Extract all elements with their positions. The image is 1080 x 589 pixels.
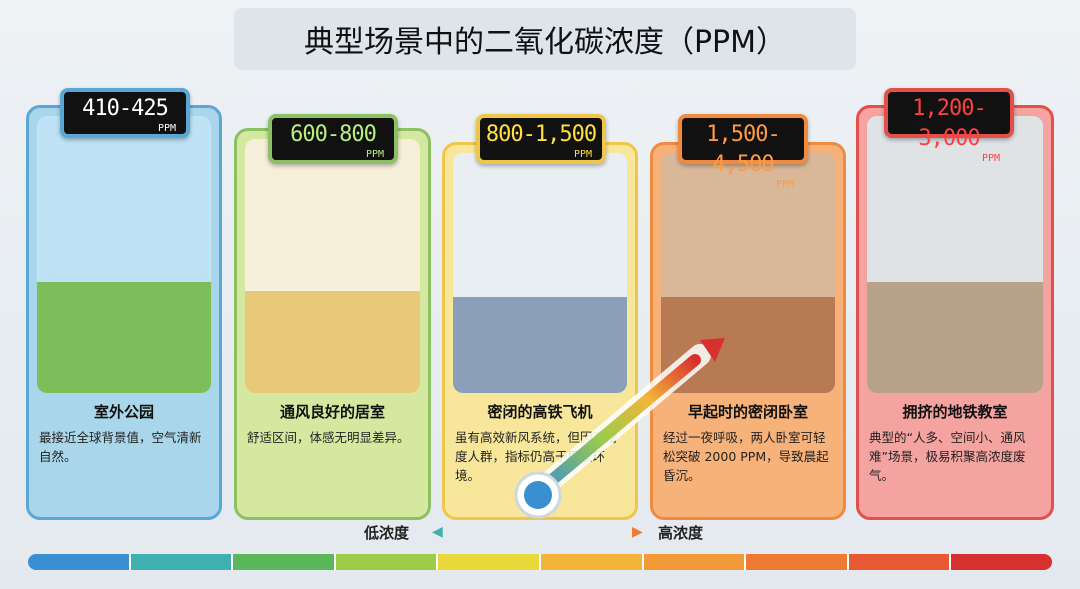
ppm-range: 1,500-4,500 (706, 122, 780, 177)
arrow-right-icon: ▶ (632, 524, 643, 540)
scale-segment (438, 554, 539, 570)
train-cabin-scene (453, 153, 627, 393)
park-scene (37, 116, 211, 393)
card-heading: 密闭的高铁飞机 (487, 403, 593, 421)
card-heading: 拥挤的地铁教室 (902, 403, 1008, 421)
scale-segment (130, 554, 232, 570)
ppm-range: 600-800 (290, 122, 377, 147)
ppm-unit: PPM (981, 153, 1000, 164)
ppm-unit: PPM (573, 149, 592, 160)
card-description: 最接近全球背景值，空气清新自然。 (39, 430, 202, 464)
high-concentration-label: 高浓度 (658, 524, 704, 542)
scenario-card: 拥挤的地铁教室典型的“人多、空间小、通风难”场景，极易积聚高浓度废气。 (856, 105, 1054, 520)
ppm-range: 1,200-3,000 (912, 96, 986, 151)
page-title: 典型场景中的二氧化碳浓度（PPM） (234, 8, 856, 70)
ppm-unit: PPM (157, 123, 176, 134)
card-description: 典型的“人多、空间小、通风难”场景，极易积聚高浓度废气。 (869, 430, 1026, 483)
scale-segment (951, 554, 1052, 570)
scenario-card: 早起时的密闭卧室经过一夜呼吸，两人卧室可轻松突破 2000 PPM，导致晨起昏沉… (650, 142, 846, 520)
subway-classroom-scene (867, 116, 1043, 393)
card-description: 经过一夜呼吸，两人卧室可轻松突破 2000 PPM，导致晨起昏沉。 (663, 430, 829, 483)
ppm-range: 410-425 (82, 96, 169, 121)
ppm-unit: PPM (365, 149, 384, 160)
low-concentration-label: 低浓度 (364, 524, 410, 542)
card-description: 舒适区间，体感无明显差异。 (247, 430, 410, 445)
card-heading: 通风良好的居室 (279, 403, 385, 421)
card-heading: 室外公园 (93, 403, 154, 421)
ppm-range: 800-1,500 (485, 122, 597, 147)
scale-segment (643, 554, 745, 570)
scale-segment (233, 554, 334, 570)
concentration-scale-bar (28, 554, 1052, 570)
scale-segment (848, 554, 950, 570)
ppm-unit: PPM (775, 179, 794, 190)
scenario-card: 通风良好的居室舒适区间，体感无明显差异。 (234, 128, 431, 520)
scale-segment (335, 554, 437, 570)
scenario-card: 密闭的高铁飞机虽有高效新风系统，但因高密度人群，指标仍高于居家环境。 (442, 142, 638, 520)
scale-segment (540, 554, 642, 570)
scale-segment (746, 554, 847, 570)
arrow-left-icon: ◀ (432, 524, 443, 540)
thermometer-icon (514, 338, 725, 519)
living-room-scene (245, 139, 420, 393)
scale-segment (28, 554, 129, 570)
scenario-card: 室外公园最接近全球背景值，空气清新自然。 (26, 105, 222, 520)
card-heading: 早起时的密闭卧室 (687, 403, 808, 421)
bedroom-scene (661, 153, 835, 393)
